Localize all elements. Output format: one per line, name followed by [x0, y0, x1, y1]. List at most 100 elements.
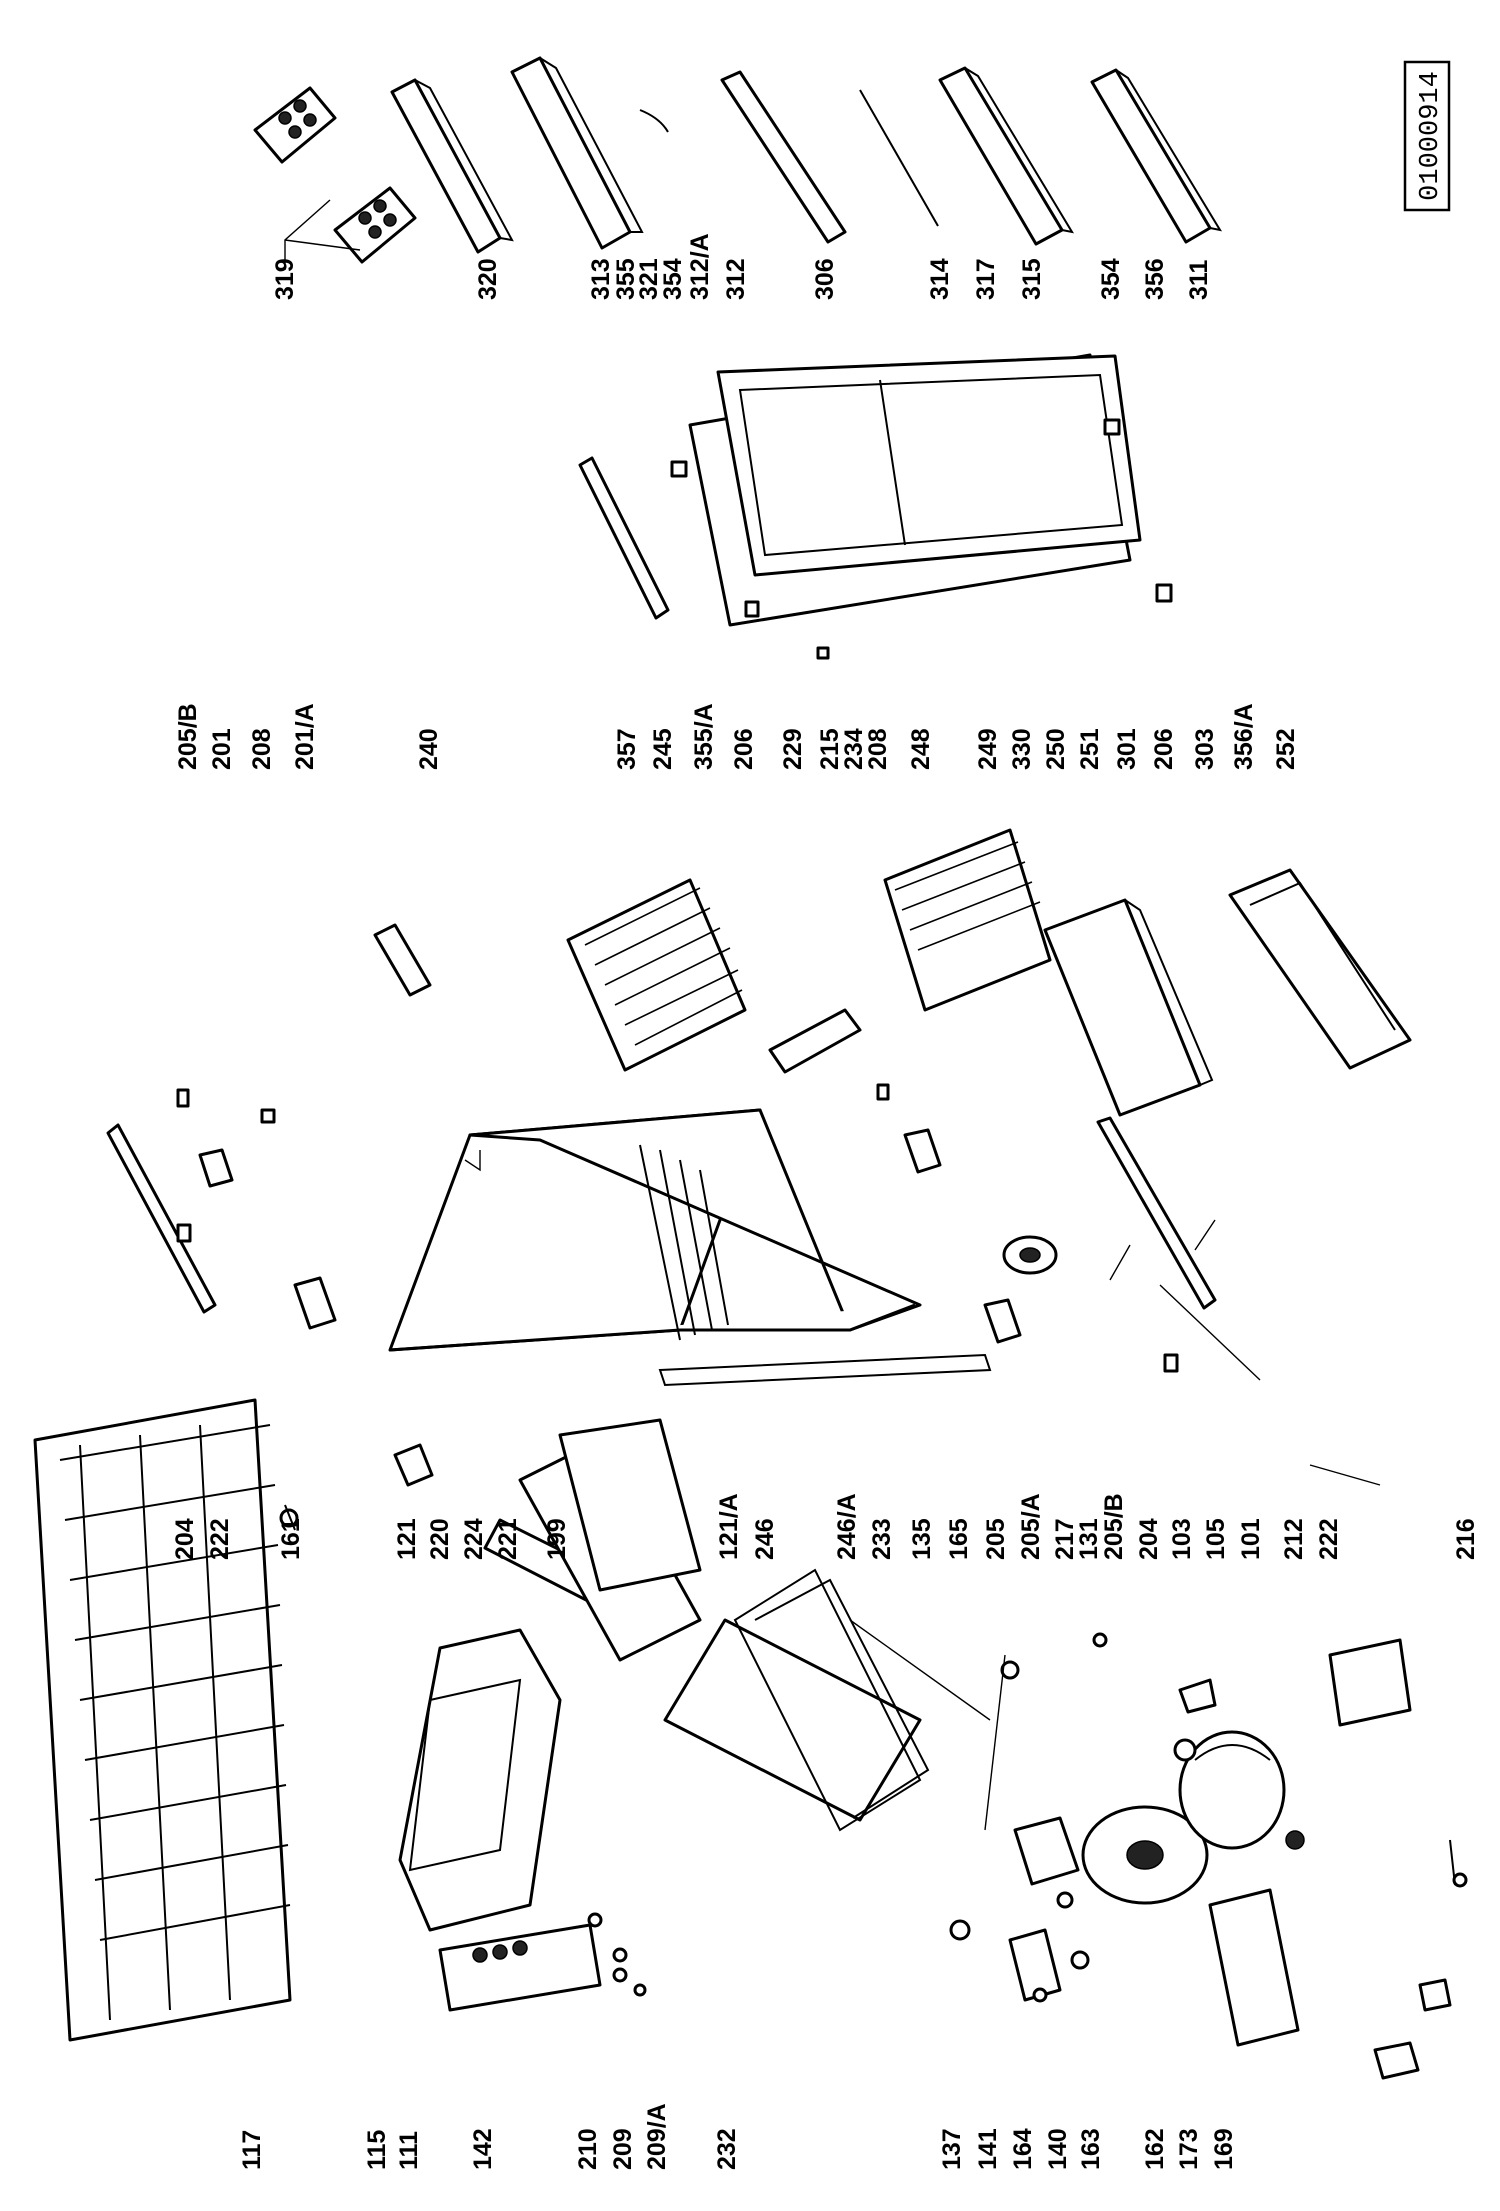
label-222-b: 222 [1315, 1518, 1343, 1560]
egg-trays [253, 86, 417, 264]
label-312: 312 [722, 258, 750, 300]
label-205: 205 [982, 1518, 1010, 1560]
compressor-parts-103-105 [1173, 1678, 1217, 1762]
label-229: 229 [779, 728, 807, 770]
shelf-frame-229 [768, 1008, 862, 1074]
label-111: 111 [395, 2131, 423, 2170]
small-parts [587, 1632, 1108, 2003]
label-313: 313 [587, 258, 615, 300]
label-224: 224 [460, 1518, 488, 1560]
label-306: 306 [811, 258, 839, 300]
label-206: 206 [730, 728, 758, 770]
label-137: 137 [938, 2128, 966, 2170]
label-208: 208 [248, 728, 276, 770]
label-221: 221 [494, 1518, 522, 1560]
label-215: 215 [816, 728, 844, 770]
label-251: 251 [1076, 728, 1104, 770]
label-330: 330 [1008, 728, 1036, 770]
label-201A: 201/A [291, 703, 319, 770]
evaporator-cover-111 [398, 1628, 562, 1932]
label-220: 220 [426, 1518, 454, 1560]
label-356: 356 [1141, 258, 1169, 300]
foot-217 [1002, 1235, 1058, 1275]
label-250: 250 [1042, 728, 1070, 770]
label-206b: 206 [1150, 728, 1178, 770]
label-320: 320 [474, 258, 502, 300]
document-id-box: 01000914 [1403, 60, 1451, 212]
label-233: 233 [868, 1518, 896, 1560]
hinge-201A [293, 1276, 337, 1330]
hinge-rod-222-top [106, 1123, 217, 1314]
label-204: 204 [171, 1518, 199, 1560]
label-355: 355 [612, 258, 640, 300]
thermostat-161 [279, 1504, 299, 1531]
label-165: 165 [945, 1518, 973, 1560]
label-315: 315 [1018, 258, 1046, 300]
label-105: 105 [1202, 1518, 1230, 1560]
label-311: 311 [1185, 260, 1213, 300]
wire-shelf-245 [566, 878, 747, 1072]
door-shelf-313 [510, 56, 644, 250]
label-142: 142 [469, 2128, 497, 2170]
label-222: 222 [206, 1518, 234, 1560]
relay-164 [1008, 1928, 1062, 2002]
label-117: 117 [238, 2130, 266, 2170]
label-355A: 355/A [690, 703, 718, 770]
label-356A: 356/A [1230, 703, 1258, 770]
rod-314 [859, 89, 939, 227]
glass-shelf-250 [1043, 898, 1214, 1117]
freezer-compartment-221 [558, 1418, 702, 1592]
label-204-b: 204 [1135, 1518, 1163, 1560]
label-121: 121 [393, 1518, 421, 1560]
label-354: 354 [659, 258, 687, 300]
label-201: 201 [208, 728, 236, 770]
door-shelf-311 [1090, 68, 1223, 244]
wire-shelf-248 [883, 828, 1052, 1012]
control-box-142 [438, 1923, 602, 2012]
label-234: 234 [840, 728, 868, 770]
door-bar-306 [720, 70, 847, 244]
label-205B: 205/B [174, 703, 202, 770]
label-208b: 208 [864, 728, 892, 770]
crisper-252 [1228, 868, 1412, 1070]
label-240: 240 [415, 728, 443, 770]
label-135: 135 [908, 1518, 936, 1560]
label-121A: 121/A [715, 1493, 743, 1560]
hinge-205A [983, 1298, 1022, 1344]
label-354b: 354 [1097, 258, 1125, 300]
box-161-part [393, 1443, 434, 1487]
door-panels [688, 353, 1142, 627]
label-212: 212 [1280, 1518, 1308, 1560]
label-312A: 312/A [686, 233, 714, 300]
label-163: 163 [1077, 2128, 1105, 2170]
small-fasteners [176, 418, 1179, 1373]
label-115: 115 [363, 2130, 391, 2170]
capacitor-173 [1013, 1816, 1080, 1886]
label-205B-b: 205/B [1100, 1493, 1128, 1560]
label-209A: 209/A [643, 2103, 671, 2170]
hinge-205 [903, 1128, 942, 1174]
label-357: 357 [613, 728, 641, 770]
cabinet-199 [388, 1108, 992, 1387]
label-319: 319 [271, 258, 299, 300]
label-131: 131 [1075, 1518, 1103, 1560]
label-303: 303 [1191, 728, 1219, 770]
label-317: 317 [972, 258, 1000, 300]
document-id: 01000914 [1416, 71, 1446, 201]
wire-312 [639, 109, 669, 133]
label-103: 103 [1168, 1518, 1196, 1560]
drain-216 [1449, 1839, 1468, 1888]
label-232: 232 [713, 2128, 741, 2170]
label-169: 169 [1210, 2128, 1238, 2170]
support-bracket [1208, 1638, 1452, 2080]
evaporator-117 [33, 1398, 292, 2042]
door-gasket-357 [578, 456, 670, 620]
leader-lines [284, 199, 1381, 1831]
label-217: 217 [1051, 1518, 1079, 1560]
label-161: 161 [277, 1518, 305, 1560]
label-301: 301 [1113, 728, 1141, 770]
label-249: 249 [974, 728, 1002, 770]
label-246: 246 [751, 1518, 779, 1560]
door-shelf-315 [938, 66, 1075, 246]
